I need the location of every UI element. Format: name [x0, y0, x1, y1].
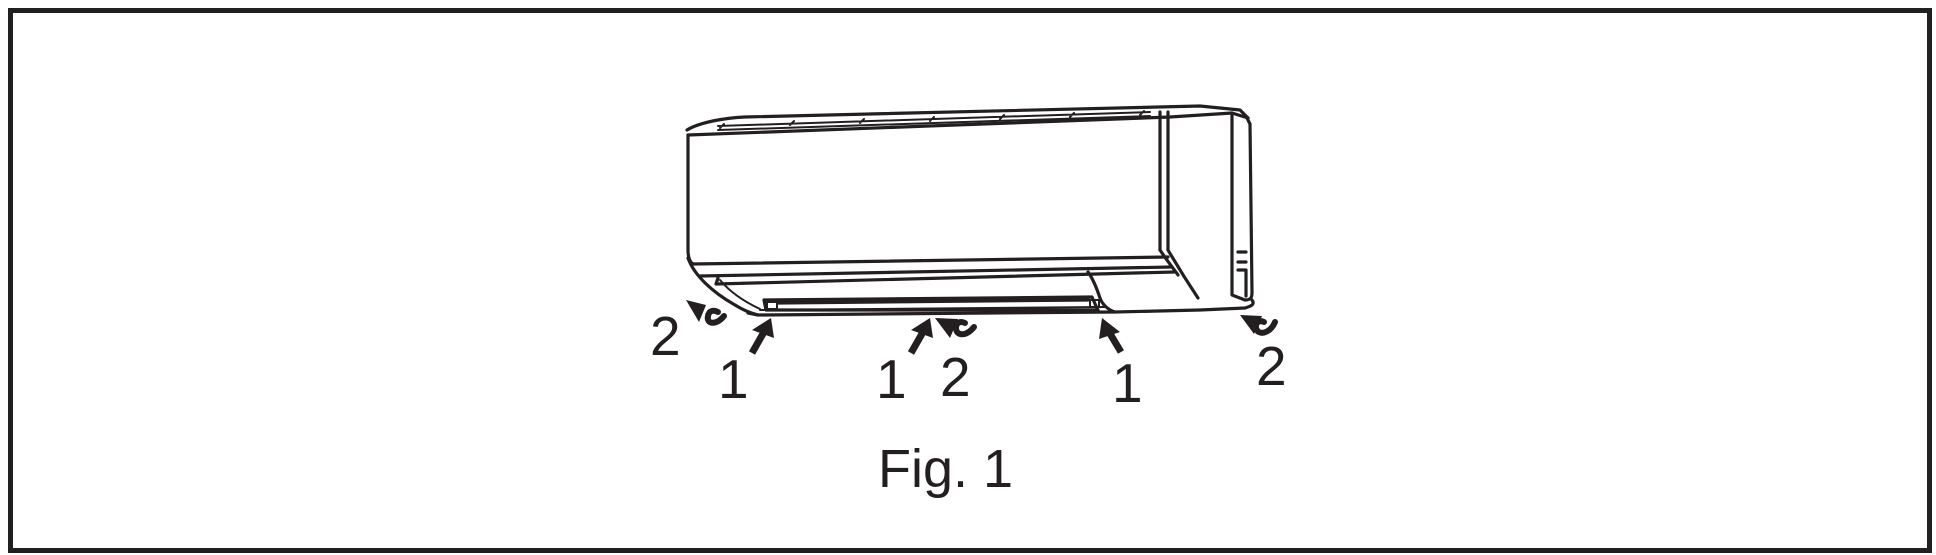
unit-front-top-edge — [686, 111, 1250, 137]
unit-top-grille — [717, 110, 1151, 131]
claw-arrow-left — [748, 318, 774, 355]
unit-top-edge — [685, 104, 1250, 132]
hook-arrow-center — [935, 318, 977, 338]
louver-screw-left — [766, 301, 778, 310]
hook-arrow-left — [686, 300, 727, 326]
unit-bottom-base-inner — [759, 306, 1106, 311]
callout-claw-center: 1 — [876, 348, 907, 410]
callout-hook-right: 2 — [1256, 335, 1287, 397]
callout-front-left: 2 — [650, 305, 681, 367]
claw-arrow-right — [1099, 318, 1125, 354]
unit-bottom-left-inner — [719, 279, 761, 310]
claw-arrow-center — [907, 318, 933, 355]
unit-bottom-base — [746, 298, 1255, 317]
figure-frame — [8, 8, 1932, 553]
figure-caption: Fig. 1 — [878, 439, 1013, 499]
callout-claw-right: 1 — [1112, 352, 1143, 414]
callout-claw-left: 1 — [718, 348, 749, 410]
unit-louver-right-curve — [1086, 270, 1117, 314]
unit-front-left-edge — [686, 133, 695, 266]
callout-hook-center: 2 — [940, 346, 971, 408]
unit-right-cap — [1158, 110, 1254, 302]
indoor-unit-illustration — [685, 104, 1255, 317]
hook-arrow-right — [1240, 315, 1278, 336]
unit-lower-band — [691, 255, 1176, 286]
